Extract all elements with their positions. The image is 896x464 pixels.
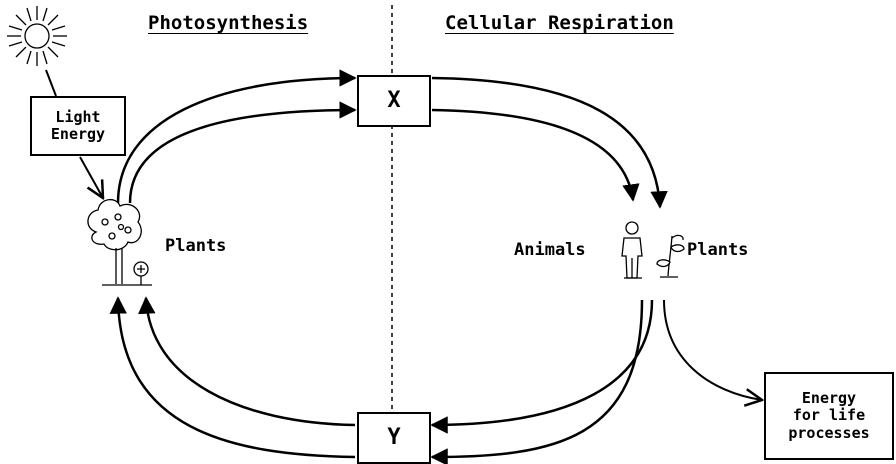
arrow-plants-to-x-inner	[128, 101, 357, 204]
light-energy-box: Light Energy	[30, 96, 126, 156]
animals-label: Animals	[514, 240, 586, 260]
y-label: Y	[387, 425, 401, 451]
arrow-x-to-animals	[431, 108, 640, 202]
sprout-icon	[656, 234, 685, 278]
arrow-resp-to-y-inner	[430, 299, 644, 464]
arrow-y-to-plants-outer	[109, 296, 356, 459]
human-figure-icon	[621, 221, 643, 279]
cellular-respiration-title: Cellular Respiration	[445, 12, 674, 34]
x-box: X	[357, 75, 431, 127]
energy-life-line-1: Energy	[801, 389, 857, 408]
photosynthesis-title: Photosynthesis	[148, 12, 309, 34]
arrow-to-energy-life	[663, 299, 762, 400]
plants-label-right: Plants	[687, 240, 749, 260]
arrow-plants-to-x-outer	[116, 69, 357, 204]
arrow-resp-to-y-outer	[430, 299, 654, 434]
light-energy-line-1: Light	[55, 107, 101, 126]
sun-icon	[7, 6, 67, 66]
light-energy-arrow	[79, 156, 103, 198]
x-label: X	[387, 88, 401, 114]
tree-icon	[87, 199, 152, 286]
plants-label-left: Plants	[165, 236, 227, 256]
light-energy-line-2: Energy	[50, 125, 106, 143]
y-box: Y	[357, 412, 431, 464]
arrow-y-to-plants-inner	[138, 296, 356, 427]
sun-connector	[45, 69, 57, 97]
energy-life-box: Energy for life processes	[764, 372, 894, 460]
arrow-x-to-plants	[431, 76, 668, 209]
energy-life-line-3: processes	[788, 423, 870, 442]
energy-life-line-2: for life	[792, 406, 866, 425]
